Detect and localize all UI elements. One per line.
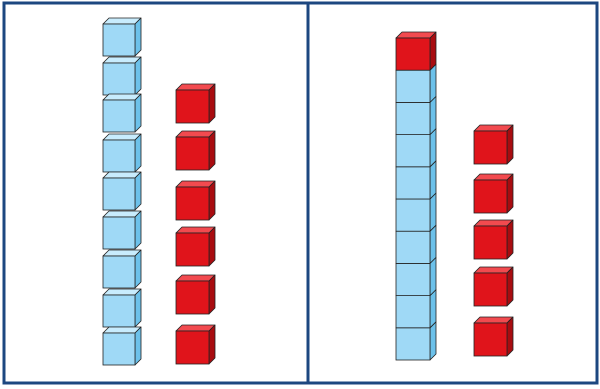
blue-cube	[102, 326, 142, 366]
red-cube	[473, 266, 514, 307]
red-cube	[175, 274, 216, 315]
blue-cube	[102, 17, 142, 57]
red-cube	[175, 180, 216, 221]
red-cube	[175, 83, 216, 124]
tower-blue-cube	[395, 224, 437, 264]
left-panel	[102, 17, 216, 366]
blue-cube	[102, 210, 142, 250]
blue-cube	[102, 288, 142, 328]
red-cube	[473, 219, 514, 260]
red-cube	[175, 226, 216, 267]
right-panel	[395, 31, 514, 361]
blue-cube	[102, 249, 142, 289]
blue-cube	[102, 93, 142, 133]
tower-blue-cube	[395, 160, 437, 200]
tower-red-cube	[395, 31, 437, 71]
tower-blue-cube	[395, 96, 437, 136]
blue-cube	[102, 56, 142, 96]
tower-blue-cube	[395, 192, 437, 232]
red-cube	[175, 324, 216, 365]
red-cube	[473, 124, 514, 165]
blue-cube	[102, 133, 142, 173]
red-cube	[175, 130, 216, 171]
tower-blue-cube	[395, 128, 437, 168]
blue-cube	[102, 171, 142, 211]
red-cube	[473, 316, 514, 357]
tower-blue-cube	[395, 321, 437, 361]
red-cube	[473, 173, 514, 214]
